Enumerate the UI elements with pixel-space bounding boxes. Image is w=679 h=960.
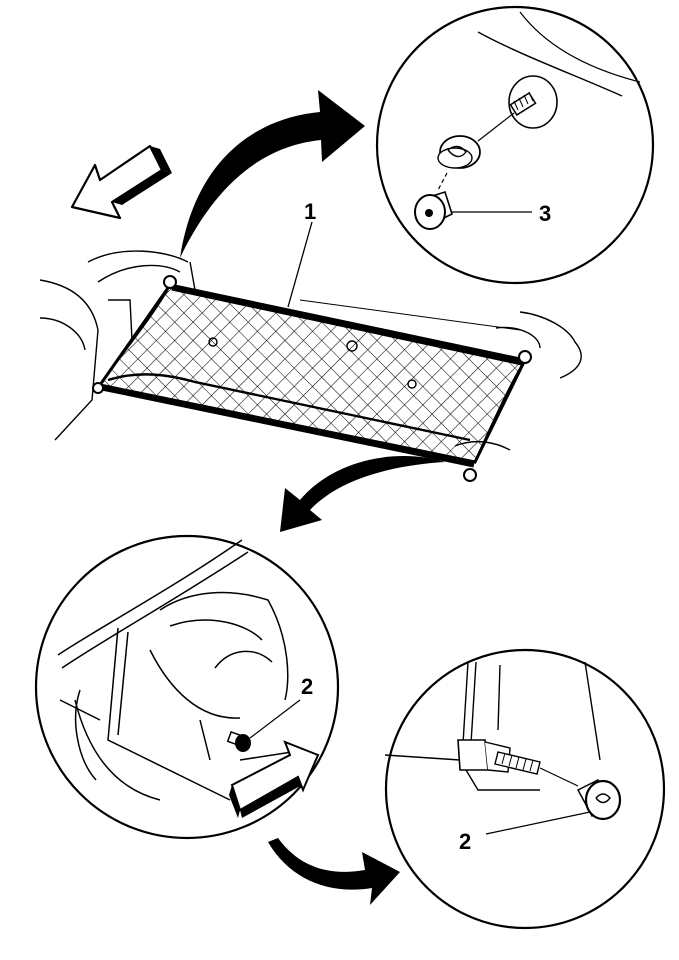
callout-net: 1: [304, 199, 317, 224]
callout-fastener-detail: 2: [459, 829, 472, 854]
front-direction-arrow-icon: [70, 144, 172, 220]
movement-arrow-icon: [229, 740, 320, 818]
bolt-fastener: [226, 730, 251, 752]
lower-detail-view: [384, 648, 666, 930]
push-pin-fastener: [576, 779, 622, 821]
push-pin-fastener: [414, 190, 453, 230]
retainer-nut: [437, 135, 481, 169]
curved-pointer-arrow-icon: [268, 838, 400, 905]
callout-fastener-lower: 2: [301, 674, 314, 699]
threaded-stud: [509, 91, 537, 116]
callout-fastener-upper: 3: [539, 201, 552, 226]
leader-line-1: [287, 221, 313, 308]
threaded-bolt: [494, 751, 541, 775]
upper-detail-view: [375, 5, 655, 285]
cargo-net: [92, 275, 532, 482]
trunk-interior-view: [34, 534, 340, 840]
curved-pointer-arrow-icon: [280, 456, 445, 532]
curved-pointer-arrow-icon: [180, 90, 365, 258]
